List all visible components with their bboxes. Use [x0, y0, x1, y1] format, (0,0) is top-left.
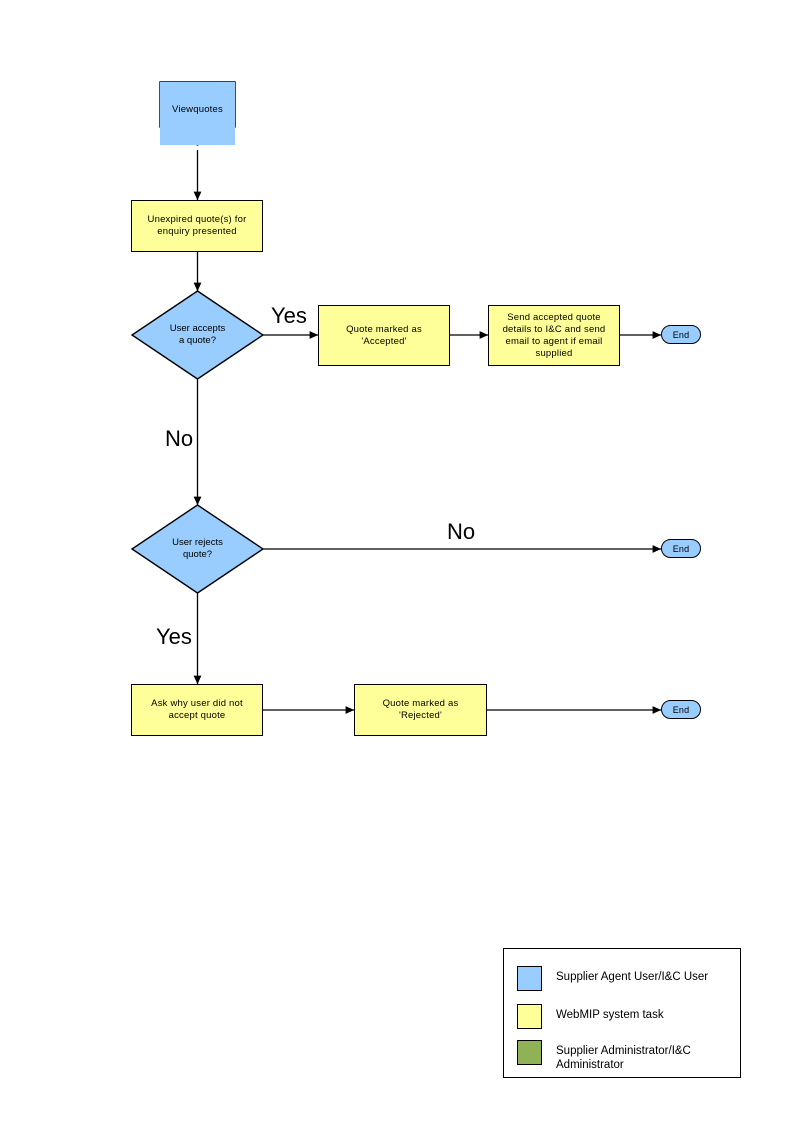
edge-label-rejects-no: No [447, 519, 476, 544]
legend-label-supplier-agent: Supplier Agent User/I&C User [556, 971, 709, 983]
process-unexpired-quotes[interactable]: Unexpired quote(s) for enquiry presented [131, 200, 263, 252]
legend-item-supplier-administrator: Supplier Administrator/I&C Administrator [517, 1040, 691, 1072]
legend-label-supplier-administrator: Supplier Administrator/I&C Administrator [556, 1045, 691, 1071]
end-node-no-reject-label: End [672, 543, 690, 554]
process-unexpired-quotes-label: Unexpired quote(s) for enquiry presented [147, 214, 247, 237]
process-ask-why-user-did-not-accept-label: Ask why user did not accept quote [151, 698, 243, 721]
process-send-accepted-quote-details-label: Send accepted quote details to I&C and s… [502, 311, 606, 359]
edge-label-accepts-no: No [165, 426, 194, 451]
decision-accepts-shape [130, 290, 265, 380]
start-node-viewquotes[interactable]: Viewquotes [160, 82, 235, 145]
legend-item-webmip-task: WebMIP system task [517, 1004, 664, 1029]
process-send-accepted-quote-details[interactable]: Send accepted quote details to I&C and s… [488, 305, 620, 366]
end-node-no-reject[interactable]: End [661, 539, 701, 558]
legend-swatch-blue [517, 966, 542, 991]
legend-swatch-green [517, 1040, 542, 1065]
decision-user-rejects-quote[interactable]: User rejects quote? [132, 505, 263, 593]
end-node-rejected-label: End [672, 704, 690, 715]
edge-label-rejects-yes: Yes [156, 624, 192, 649]
legend-item-supplier-agent: Supplier Agent User/I&C User [517, 966, 708, 991]
legend: Supplier Agent User/I&C User WebMIP syst… [503, 948, 741, 1078]
edge-label-accepts-yes: Yes [271, 303, 307, 328]
end-node-accepted-label: End [672, 329, 690, 340]
decision-user-rejects-quote-label: User rejects quote? [172, 537, 223, 560]
process-ask-why-user-did-not-accept[interactable]: Ask why user did not accept quote [131, 684, 263, 736]
decision-user-accepts-quote[interactable]: User accepts a quote? [132, 291, 263, 379]
process-quote-marked-rejected[interactable]: Quote marked as 'Rejected' [354, 684, 487, 736]
start-node-label: Viewquotes [172, 104, 223, 115]
end-node-rejected[interactable]: End [661, 700, 701, 719]
process-quote-marked-accepted[interactable]: Quote marked as 'Accepted' [318, 305, 450, 366]
decision-user-accepts-quote-label: User accepts a quote? [169, 323, 226, 346]
process-quote-marked-rejected-label: Quote marked as 'Rejected' [382, 698, 459, 721]
process-quote-marked-accepted-label: Quote marked as 'Accepted' [346, 323, 422, 347]
legend-label-webmip-task: WebMIP system task [556, 1009, 664, 1021]
end-node-accepted[interactable]: End [661, 325, 701, 344]
legend-swatch-yellow [517, 1004, 542, 1029]
decision-rejects-shape [130, 504, 265, 594]
